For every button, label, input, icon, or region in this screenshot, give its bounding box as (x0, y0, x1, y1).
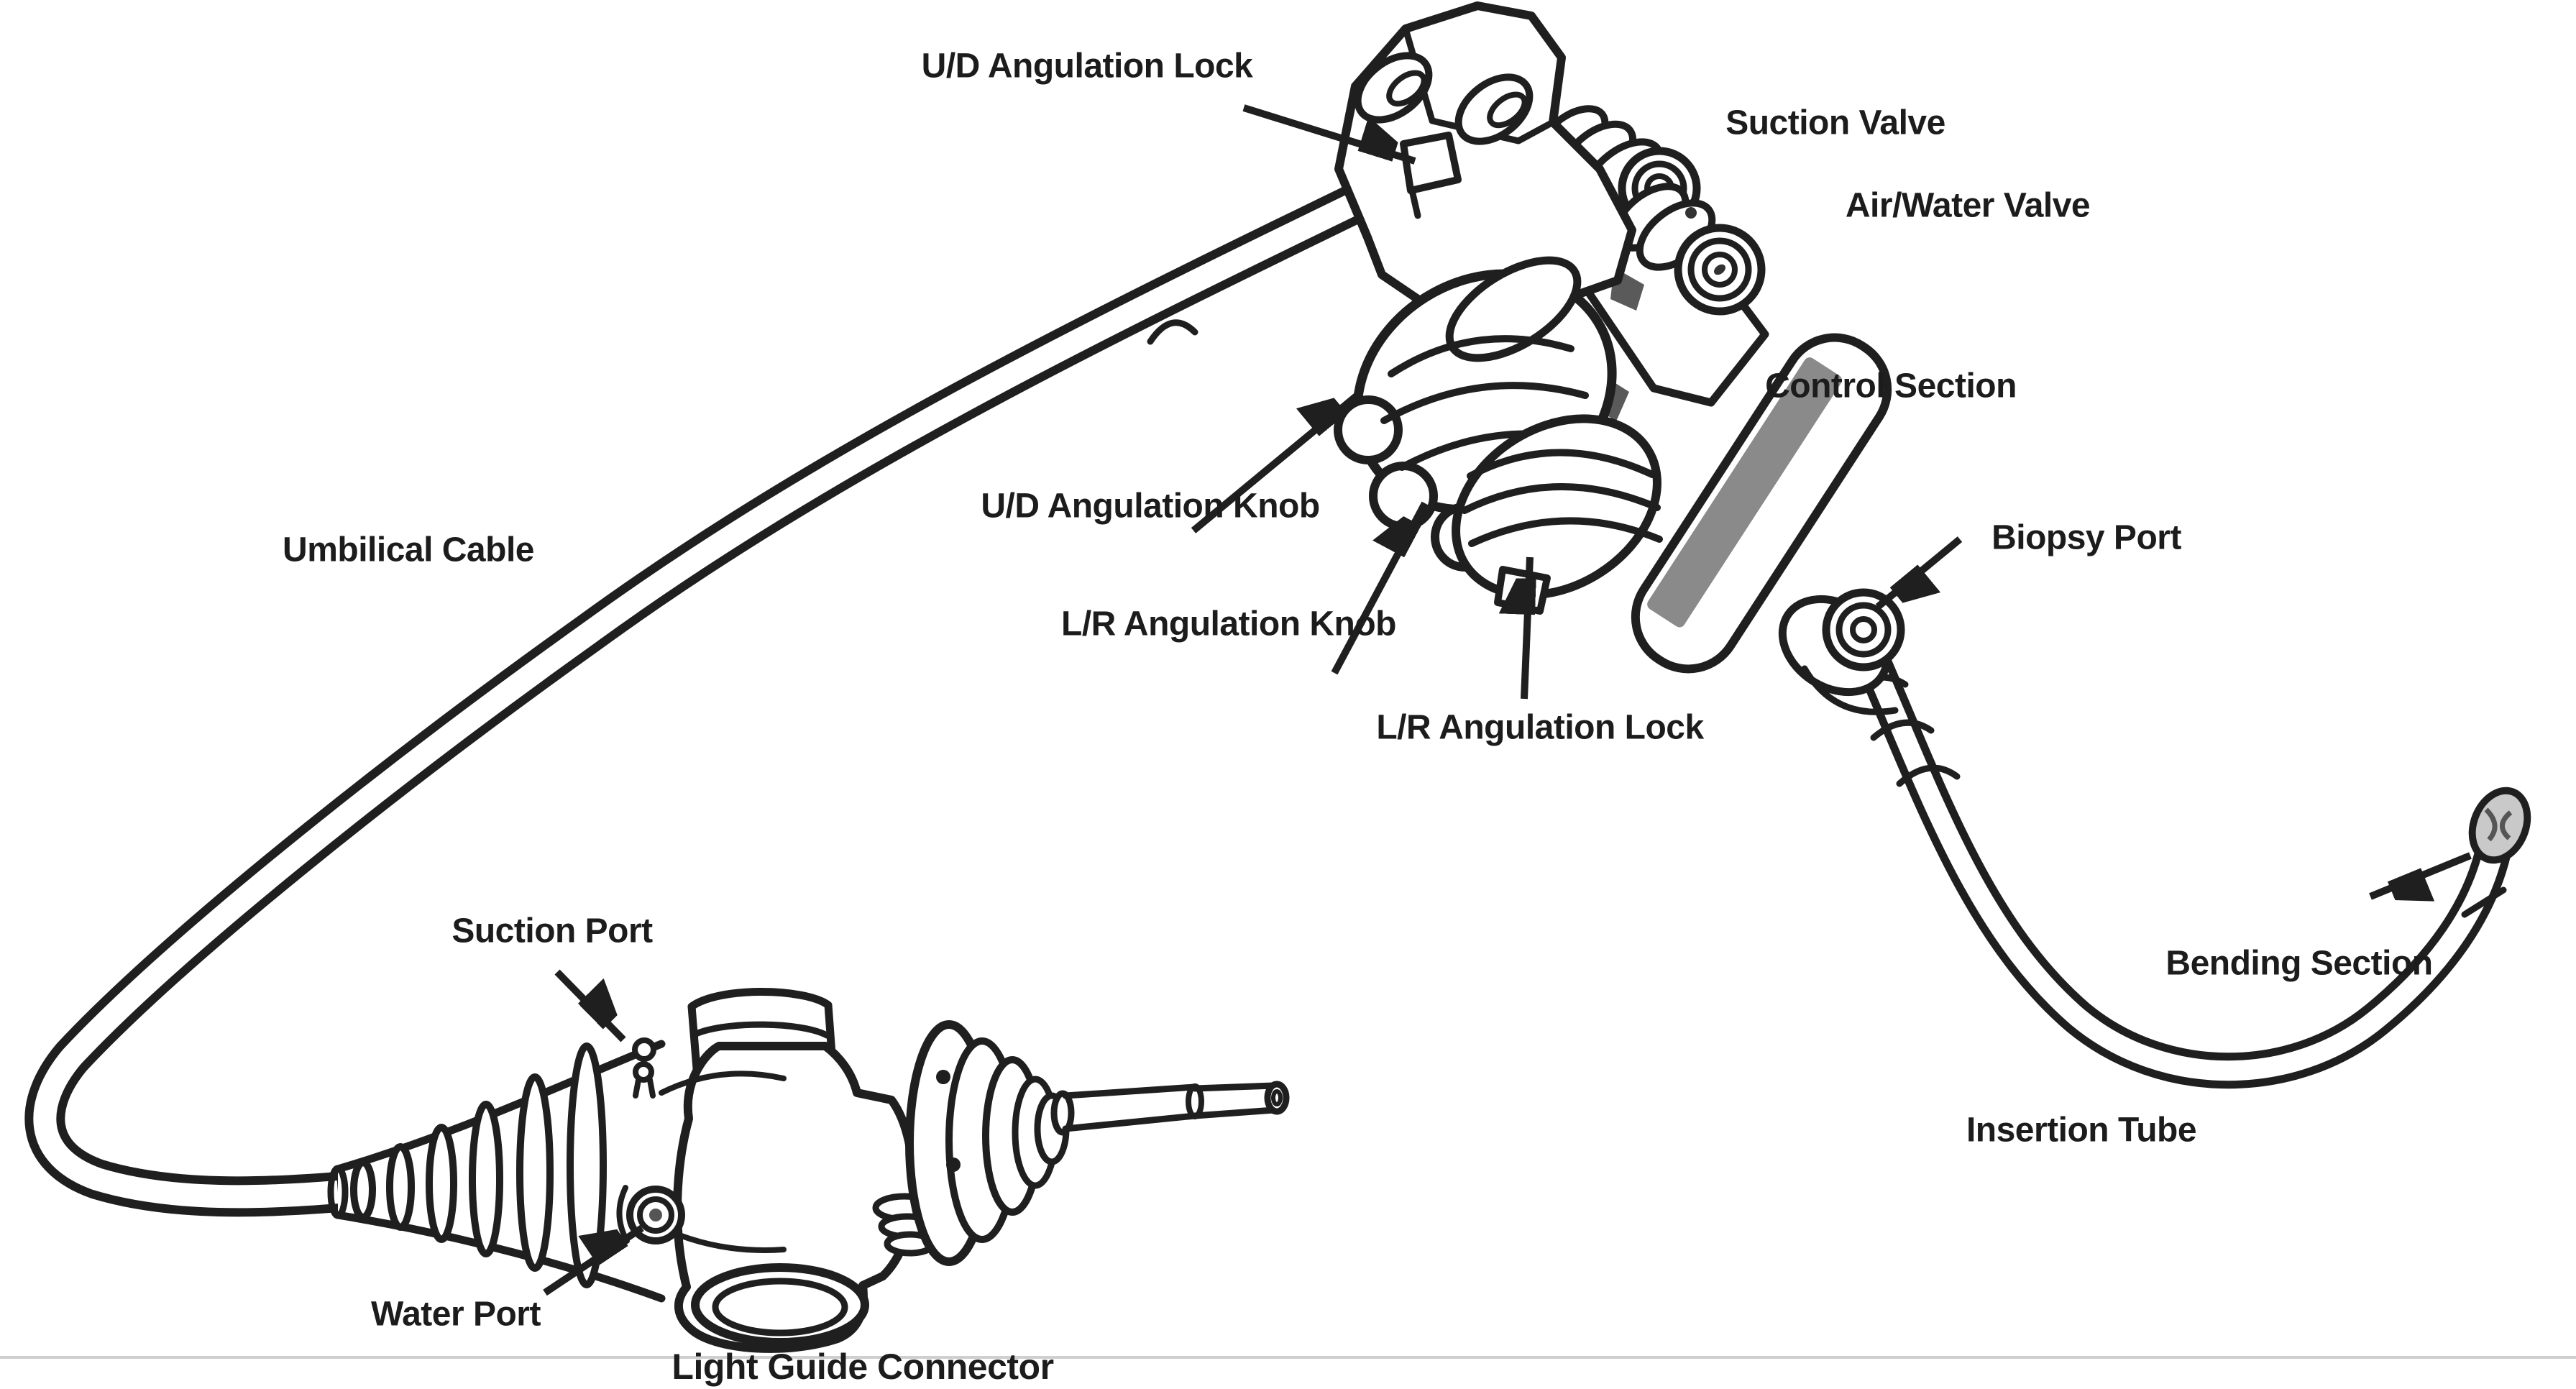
grip-strip (1647, 357, 1842, 628)
label-insertion-tube: Insertion Tube (1966, 1111, 2197, 1150)
lr-angulation-knob-drawing (1452, 414, 1663, 615)
label-lr-angulation-knob: L/R Angulation Knob (1061, 605, 1396, 643)
baseline-rule (0, 1356, 2576, 1359)
arrow-water-port (543, 1228, 644, 1296)
connector-bottom-tube (691, 1263, 869, 1347)
arrow-bending-section (2369, 852, 2472, 897)
lock-block-drawing (1334, 1, 1636, 315)
cable-seam (1147, 319, 1198, 345)
connector-flange (905, 1020, 1070, 1266)
label-umbilical-cable: Umbilical Cable (283, 531, 534, 569)
water-port-drawing (616, 1185, 685, 1244)
label-water-port: Water Port (371, 1295, 541, 1334)
arrow-suction-port (554, 969, 623, 1042)
control-section-drawing (1334, 1, 1905, 715)
label-air-water-valve: Air/Water Valve (1845, 186, 2091, 225)
light-guide-connector-drawing (327, 988, 1290, 1353)
arrow-lr-angulation-knob (1331, 501, 1429, 675)
annotation-arrows (543, 104, 2472, 1296)
label-light-guide-connector: Light Guide Connector (671, 1347, 1054, 1387)
arrow-biopsy-port (1875, 536, 1963, 607)
arrow-lr-angulation-lock (1524, 556, 1530, 700)
air-water-valve-drawing (1612, 183, 1766, 316)
bending-section-seam (2461, 886, 2507, 918)
label-ud-angulation-lock: U/D Angulation Lock (921, 47, 1253, 86)
label-ud-angulation-knob: U/D Angulation Knob (981, 487, 1320, 526)
suction-port-drawing (632, 1037, 656, 1099)
label-control-section: Control Section (1765, 367, 2017, 405)
lr-lock-lever (1494, 566, 1551, 615)
distal-tip (2468, 787, 2531, 864)
ud-lock-lever (1400, 132, 1462, 194)
insertion-tube-drawing (1846, 629, 2531, 1089)
label-lr-angulation-lock: L/R Angulation Lock (1376, 708, 1704, 747)
label-suction-valve: Suction Valve (1725, 104, 1945, 142)
arrow-ud-angulation-lock (1242, 104, 1416, 165)
biopsy-port-drawing (1778, 588, 1905, 715)
label-biopsy-port: Biopsy Port (1991, 518, 2181, 557)
umbilical-cable-drawing (24, 185, 1372, 1217)
label-suction-port: Suction Port (452, 912, 653, 950)
arrow-ud-angulation-knob (1191, 394, 1362, 533)
grip-drawing (1631, 333, 1892, 674)
label-bending-section: Bending Section (2165, 944, 2433, 983)
light-guide-rod (1050, 1081, 1290, 1136)
